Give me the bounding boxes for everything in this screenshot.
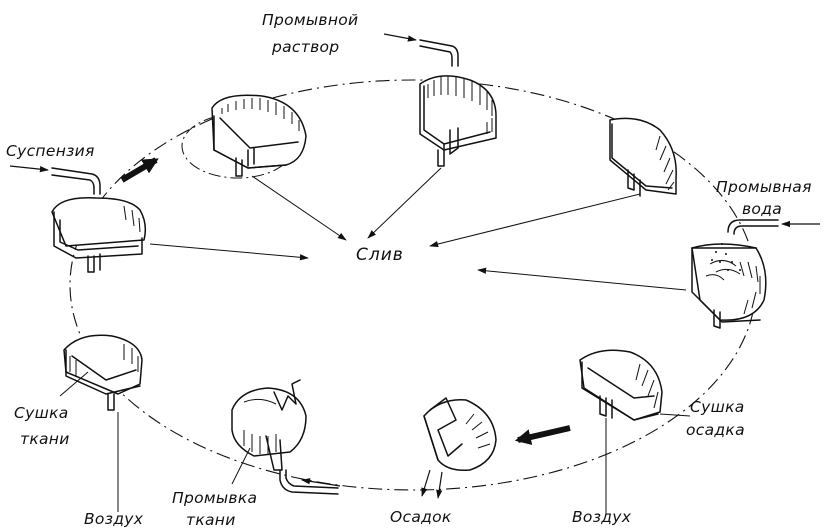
label-wash-solution-1: Промывной — [262, 11, 358, 29]
label-wash-water-1: Промывная — [716, 178, 812, 196]
label-air-right: Воздух — [572, 508, 632, 526]
wash-water-pipe — [727, 219, 779, 233]
label-drain: Слив — [356, 245, 404, 265]
cell-cloth-drying — [63, 334, 143, 411]
cell-top-right — [609, 117, 677, 197]
cell-rotating — [181, 94, 307, 179]
cloth-wash-pipe — [279, 469, 339, 495]
label-cloth-drying-2: ткани — [20, 430, 70, 448]
label-cloth-washing-1: Промывка — [172, 489, 257, 507]
label-wash-water-2: вода — [742, 200, 782, 218]
suspension-pipe — [51, 167, 101, 195]
cell-cloth-washing — [231, 379, 307, 471]
cell-sediment-discharge — [423, 397, 497, 472]
cell-wash-solution — [419, 75, 497, 167]
cell-cake-drying — [579, 349, 663, 421]
label-cake-drying-2: осадка — [686, 421, 745, 439]
cell-suspension — [51, 197, 147, 273]
label-air-left: Воздух — [84, 510, 144, 528]
label-suspension: Суспензия — [6, 142, 95, 160]
cell-wash-water — [691, 243, 767, 329]
label-wash-solution-2: раствор — [271, 38, 339, 56]
wash-solution-pipe — [419, 39, 459, 67]
label-cloth-drying-1: Сушка — [14, 404, 69, 422]
label-cloth-washing-2: ткани — [186, 511, 236, 529]
label-sediment: Осадок — [390, 508, 452, 526]
label-cake-drying-1: Сушка — [690, 398, 745, 416]
